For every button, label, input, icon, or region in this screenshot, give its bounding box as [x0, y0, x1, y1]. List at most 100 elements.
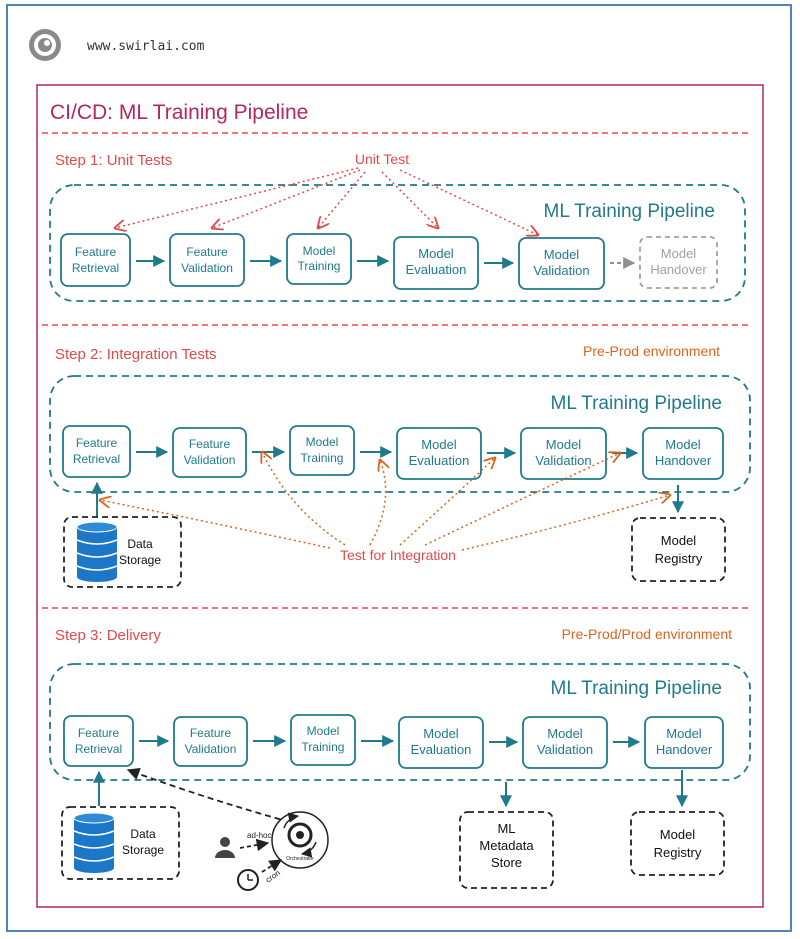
svg-text:Model: Model — [423, 726, 459, 741]
step1-unit-test-label: Unit Test — [355, 151, 409, 167]
svg-text:Model: Model — [544, 247, 580, 262]
svg-text:Metadata: Metadata — [479, 838, 534, 853]
step2-title: Step 2: Integration Tests — [55, 346, 217, 363]
step3-pipeline-container — [49, 663, 751, 781]
step3-box-model-handover[interactable]: Model Handover — [644, 716, 724, 769]
cron-arrow — [261, 859, 283, 873]
step2-integration-label: Test for Integration — [340, 547, 456, 563]
outer-frame — [6, 4, 792, 932]
user-icon — [215, 837, 235, 858]
cron-label: cron — [264, 868, 282, 884]
adhoc-label: ad-hoc — [247, 831, 271, 840]
step1-box-feature-validation[interactable]: Feature Validation — [169, 233, 245, 287]
svg-text:Validation: Validation — [533, 263, 589, 278]
svg-text:Validation: Validation — [535, 453, 591, 468]
step2-box-model-training[interactable]: Model Training — [289, 425, 355, 476]
step2-pipeline-container — [49, 375, 751, 493]
orchestrator-icon[interactable]: Orchestrator — [271, 811, 329, 869]
clock-icon — [237, 869, 259, 891]
svg-text:Model: Model — [666, 726, 702, 741]
svg-text:Registry: Registry — [655, 551, 703, 566]
svg-text:Handover: Handover — [655, 453, 712, 468]
svg-text:Storage: Storage — [122, 843, 164, 857]
step1-box-model-training[interactable]: Model Training — [286, 233, 352, 285]
svg-text:Model: Model — [660, 827, 696, 842]
step1-title: Step 1: Unit Tests — [55, 152, 172, 169]
step3-box-model-evaluation[interactable]: Model Evaluation — [398, 716, 484, 769]
step3-data-storage[interactable]: Data Storage — [61, 806, 180, 880]
step2-pipeline-label: ML Training Pipeline — [551, 393, 722, 414]
svg-text:Feature: Feature — [76, 436, 118, 450]
svg-text:Feature: Feature — [190, 726, 232, 740]
svg-text:Retrieval: Retrieval — [75, 742, 122, 756]
svg-text:Validation: Validation — [185, 742, 237, 756]
step1-pipeline-label: ML Training Pipeline — [544, 201, 715, 222]
page-title: CI/CD: ML Training Pipeline — [50, 101, 308, 124]
step2-integration-arrows — [100, 452, 670, 551]
database-icon — [73, 812, 115, 873]
step3-ml-metadata-store[interactable]: ML Metadata Store — [459, 811, 554, 889]
step2-env-label: Pre-Prod environment — [583, 343, 720, 359]
svg-text:Feature: Feature — [186, 245, 228, 259]
site-url[interactable]: www.swirlai.com — [87, 39, 205, 54]
svg-text:Retrieval: Retrieval — [72, 261, 119, 275]
svg-text:Model: Model — [546, 437, 582, 452]
step1-box-model-evaluation[interactable]: Model Evaluation — [393, 236, 479, 290]
step1-box-model-validation[interactable]: Model Validation — [518, 237, 605, 290]
svg-text:Handover: Handover — [656, 742, 713, 757]
step2-box-model-handover[interactable]: Model Handover — [642, 427, 724, 480]
svg-text:Model: Model — [303, 244, 336, 258]
svg-text:Evaluation: Evaluation — [409, 453, 470, 468]
step2-box-model-validation[interactable]: Model Validation — [520, 427, 607, 480]
svg-text:Evaluation: Evaluation — [406, 262, 467, 277]
svg-text:Store: Store — [491, 855, 522, 870]
svg-text:Model: Model — [547, 726, 583, 741]
svg-text:Validation: Validation — [184, 453, 236, 467]
step3-pipeline-label: ML Training Pipeline — [551, 678, 722, 699]
step3-flow-arrows — [93, 735, 688, 808]
svg-text:Storage: Storage — [119, 553, 161, 567]
step3-env-label: Pre-Prod/Prod environment — [562, 626, 733, 642]
svg-text:Model: Model — [418, 246, 454, 261]
svg-text:Model: Model — [661, 246, 697, 261]
step3-box-model-training[interactable]: Model Training — [290, 714, 356, 766]
step2-model-registry[interactable]: Model Registry — [631, 517, 726, 582]
step2-box-model-evaluation[interactable]: Model Evaluation — [396, 427, 482, 480]
svg-text:Model: Model — [306, 435, 339, 449]
step2-box-feature-retrieval[interactable]: Feature Retrieval — [62, 425, 131, 478]
svg-text:Model: Model — [421, 437, 457, 452]
step3-model-registry[interactable]: Model Registry — [630, 811, 725, 876]
svg-text:Evaluation: Evaluation — [411, 742, 472, 757]
svg-text:ML: ML — [497, 821, 515, 836]
svg-text:Validation: Validation — [537, 742, 593, 757]
step3-box-model-validation[interactable]: Model Validation — [522, 716, 608, 769]
step1-box-feature-retrieval[interactable]: Feature Retrieval — [60, 233, 131, 287]
svg-text:Feature: Feature — [78, 726, 120, 740]
svg-text:Model: Model — [665, 437, 701, 452]
step2-box-feature-validation[interactable]: Feature Validation — [172, 427, 247, 478]
swirl-logo-icon — [29, 29, 61, 61]
svg-text:Training: Training — [301, 451, 344, 465]
orchestrator-trigger-arrow — [126, 767, 291, 823]
svg-text:Feature: Feature — [189, 437, 231, 451]
main-frame — [36, 84, 764, 908]
svg-text:Validation: Validation — [181, 261, 233, 275]
svg-text:Model: Model — [661, 533, 697, 548]
step2-data-storage[interactable]: Data Storage — [63, 516, 182, 588]
step3-box-feature-retrieval[interactable]: Feature Retrieval — [63, 715, 134, 767]
svg-text:Handover: Handover — [650, 262, 707, 277]
svg-text:Data: Data — [127, 537, 153, 551]
svg-text:Model: Model — [307, 724, 340, 738]
step1-flow-arrows — [136, 255, 636, 269]
step3-title: Step 3: Delivery — [55, 627, 161, 644]
orchestrator-label: Orchestrator — [286, 856, 314, 862]
step3-box-feature-validation[interactable]: Feature Validation — [173, 716, 248, 767]
svg-text:Retrieval: Retrieval — [73, 452, 120, 466]
step1-box-model-handover[interactable]: Model Handover — [639, 236, 718, 289]
svg-text:Registry: Registry — [654, 845, 702, 860]
database-icon — [76, 521, 118, 582]
step1-unit-test-arrows — [115, 167, 538, 235]
adhoc-arrow — [239, 838, 270, 852]
svg-text:Feature: Feature — [75, 245, 117, 259]
